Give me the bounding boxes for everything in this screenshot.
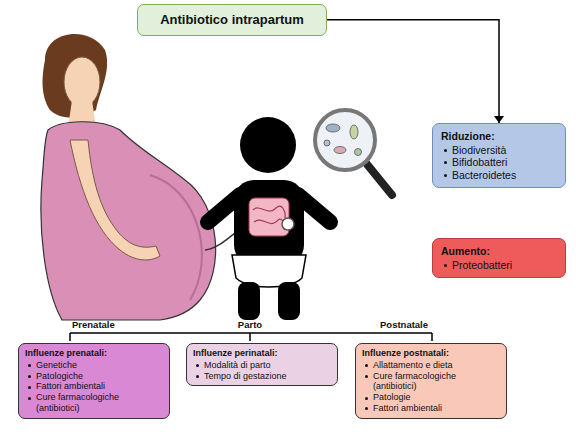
box-heading: Riduzione:: [441, 130, 557, 143]
perinatal-box: Influenze perinatali:Modalità di partoTe…: [186, 343, 338, 386]
bullet-item: Fattori ambientali: [362, 403, 500, 414]
timeline-label: Postnatale: [380, 319, 428, 330]
dress: [41, 122, 216, 320]
timeline-label: Parto: [238, 319, 262, 330]
belly-shade: [150, 175, 202, 300]
baby-head: [240, 117, 296, 173]
bacterium: [334, 147, 346, 154]
bullet-item: Genetiche: [25, 360, 163, 371]
bacterium: [324, 140, 330, 146]
gut-coils: [253, 206, 285, 230]
bacterium: [350, 125, 358, 139]
box-heading: Antibiotico intrapartum: [146, 12, 318, 28]
bullet-item: Cure farmacologiche (antibiotici): [362, 371, 500, 393]
decrease-box: Riduzione:BiodiversitàBifidobatteriBacte…: [432, 123, 566, 188]
arm: [70, 140, 160, 260]
increase-box: Aumento:Proteobatteri: [432, 238, 566, 278]
diaper: [232, 255, 306, 287]
face: [64, 57, 100, 107]
gut: [249, 198, 289, 236]
bullet-item: Patologiche: [25, 371, 163, 382]
bullet-item: Proteobatteri: [441, 259, 557, 272]
bullet-item: Fattori ambientali: [25, 381, 163, 392]
connector: [327, 20, 504, 123]
bacterium: [326, 124, 340, 132]
bullet-item: Biodiversità: [441, 144, 557, 157]
source-box: Antibiotico intrapartum: [137, 4, 327, 36]
arrowhead: [494, 116, 504, 123]
stethoscope: [282, 218, 294, 230]
magnifier-lens: [315, 110, 375, 170]
baby-leg: [278, 282, 300, 320]
bullet-item: Modalità di parto: [193, 360, 331, 371]
box-heading: Influenze perinatali:: [193, 348, 331, 359]
bullet-item: Bifidobatteri: [441, 156, 557, 169]
timeline: [70, 333, 432, 341]
bacterium: [355, 149, 362, 156]
postnatal-box: Influenze postnatali:Allattamento e diet…: [355, 343, 507, 419]
magnifier-handle: [366, 163, 392, 195]
timeline-label: Prenatale: [72, 319, 115, 330]
bullet-item: Bacteroidetes: [441, 169, 557, 182]
bullet-item: Tempo di gestazione: [193, 371, 331, 382]
box-heading: Influenze prenatali:: [25, 348, 163, 359]
box-heading: Aumento:: [441, 245, 557, 258]
connector-line: [327, 20, 499, 123]
bullet-item: Patologie: [362, 392, 500, 403]
baby-leg: [238, 282, 260, 320]
prenatal-box: Influenze prenatali:GenetichePatologiche…: [18, 343, 170, 419]
bullet-item: Allattamento e dieta: [362, 360, 500, 371]
bullet-item: Cure farmacologiche (antibiotici): [25, 392, 163, 414]
box-heading: Influenze postnatali:: [362, 348, 500, 359]
